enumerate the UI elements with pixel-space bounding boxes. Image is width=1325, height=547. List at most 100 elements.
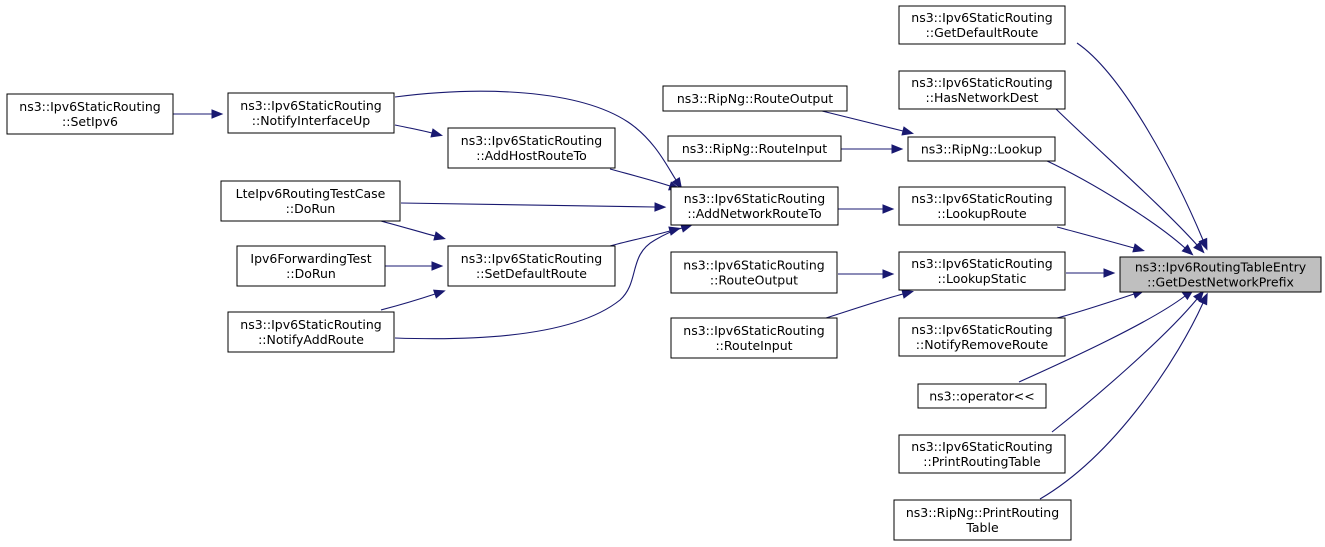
edge-notifyAddRoute-to-setDefaultRoute: [380, 289, 446, 311]
node-box: [907, 136, 1056, 162]
arrow-head-icon: [1198, 237, 1208, 251]
edge-ripRouteOutput-to-ripLookup: [821, 110, 915, 136]
node-label: ns3::Ipv6StaticRouting: [240, 317, 381, 332]
node-label: ns3::Ipv6StaticRouting: [911, 75, 1052, 90]
node-box: [898, 70, 1066, 110]
node-target: ns3::Ipv6RoutingTableEntry::GetDestNetwo…: [1119, 256, 1322, 293]
edge-notifyInterfaceUp-to-addNetworkRouteTo: [394, 90, 683, 190]
edge-line: [609, 230, 671, 247]
node-label: ::AddHostRouteTo: [476, 148, 587, 163]
node-ripRouteInput[interactable]: ns3::RipNg::RouteInput: [667, 135, 842, 162]
arrow-head-icon: [431, 261, 444, 271]
node-hasNetworkDest[interactable]: ns3::Ipv6StaticRouting::HasNetworkDest: [898, 70, 1066, 110]
edge-line: [825, 293, 904, 319]
node-ripRouteOutput[interactable]: ns3::RipNg::RouteOutput: [662, 85, 848, 112]
node-label: ns3::Ipv6StaticRouting: [911, 439, 1052, 454]
node-label: ::HasNetworkDest: [926, 90, 1039, 105]
node-label: ns3::Ipv6StaticRouting: [911, 10, 1052, 25]
arrow-head-icon: [882, 204, 895, 214]
arrow-head-icon: [1198, 292, 1208, 306]
arrow-head-icon: [891, 144, 904, 154]
node-staticRouteInput[interactable]: ns3::Ipv6StaticRouting::RouteInput: [670, 317, 838, 359]
node-getDefaultRoute[interactable]: ns3::Ipv6StaticRouting::GetDefaultRoute: [898, 5, 1066, 45]
edge-line: [394, 90, 677, 181]
edge-setDefaultRoute-to-addNetworkRouteTo: [609, 226, 681, 247]
node-box: [917, 383, 1047, 409]
node-box: [227, 92, 395, 134]
node-notifyAddRoute[interactable]: ns3::Ipv6StaticRouting::NotifyAddRoute: [227, 311, 395, 353]
arrow-head-icon: [1193, 290, 1205, 303]
node-label: Table: [965, 520, 999, 535]
node-label: ::DoRun: [286, 266, 336, 281]
arrow-head-icon: [654, 202, 667, 212]
node-setDefaultRoute[interactable]: ns3::Ipv6StaticRouting::SetDefaultRoute: [447, 245, 616, 287]
edge-line: [1056, 293, 1135, 319]
node-label: ns3::Ipv6StaticRouting: [240, 98, 381, 113]
node-notifyInterfaceUp[interactable]: ns3::Ipv6StaticRouting::NotifyInterfaceU…: [227, 92, 395, 134]
arrow-head-icon: [1132, 243, 1145, 253]
edge-staticRouteInput-to-lookupStatic: [825, 289, 914, 319]
edge-line: [394, 227, 683, 340]
node-box: [898, 317, 1066, 357]
arrow-head-icon: [430, 128, 444, 138]
node-box: [447, 127, 616, 169]
node-box: [670, 317, 838, 359]
node-label: ::SetIpv6: [62, 114, 118, 129]
edge-setIpv6-to-notifyInterfaceUp: [173, 109, 224, 119]
node-printRoutingTable[interactable]: ns3::Ipv6StaticRouting::PrintRoutingTabl…: [898, 434, 1066, 474]
node-addHostRouteTo[interactable]: ns3::Ipv6StaticRouting::AddHostRouteTo: [447, 127, 616, 169]
edge-ripRouteInput-to-ripLookup: [841, 144, 904, 154]
edge-notifyInterfaceUp-to-addHostRouteTo: [394, 124, 444, 138]
node-label: Ipv6ForwardingTest: [250, 251, 371, 266]
node-label: ns3::Ipv6StaticRouting: [911, 322, 1052, 337]
node-fwdDoRun[interactable]: Ipv6ForwardingTest::DoRun: [236, 245, 386, 287]
edge-line: [1056, 226, 1135, 249]
node-label: ::NotifyInterfaceUp: [252, 113, 370, 128]
node-box: [898, 186, 1066, 226]
node-notifyRemoveRoute[interactable]: ns3::Ipv6StaticRouting::NotifyRemoveRout…: [898, 317, 1066, 357]
node-lteDoRun[interactable]: LteIpv6RoutingTestCase::DoRun: [220, 180, 401, 222]
edge-line: [400, 202, 656, 208]
edge-staticRouteOutput-to-lookupStatic: [838, 269, 895, 279]
node-addNetworkRouteTo[interactable]: ns3::Ipv6StaticRouting::AddNetworkRouteT…: [670, 186, 839, 226]
node-staticRouteOutput[interactable]: ns3::Ipv6StaticRouting::RouteOutput: [670, 251, 838, 294]
node-setIpv6[interactable]: ns3::Ipv6StaticRouting::SetIpv6: [6, 93, 174, 135]
node-ripPrintRoutingTable[interactable]: ns3::RipNg::PrintRoutingTable: [893, 499, 1072, 541]
node-lookupRoute[interactable]: ns3::Ipv6StaticRouting::LookupRoute: [898, 186, 1066, 226]
node-label: ::AddNetworkRouteTo: [687, 206, 821, 221]
arrow-head-icon: [1103, 268, 1116, 278]
node-ripLookup[interactable]: ns3::RipNg::Lookup: [907, 136, 1056, 162]
node-box: [1119, 256, 1322, 293]
call-edges: [173, 42, 1208, 500]
node-label: ns3::Ipv6StaticRouting: [461, 251, 602, 266]
node-label: ::SetDefaultRoute: [476, 266, 587, 281]
edge-lteDoRun-to-setDefaultRoute: [380, 220, 446, 241]
arrow-head-icon: [211, 109, 224, 119]
node-label: ::NotifyRemoveRoute: [916, 337, 1049, 352]
arrow-head-icon: [901, 289, 914, 299]
node-label: LteIpv6RoutingTestCase: [236, 186, 386, 201]
node-label: ::DoRun: [286, 201, 336, 216]
node-box: [220, 180, 401, 222]
node-operatorOut[interactable]: ns3::operator<<: [917, 383, 1047, 409]
arrow-head-icon: [433, 231, 446, 241]
edge-lookupRoute-to-target: [1056, 226, 1145, 253]
node-box: [6, 93, 174, 135]
edge-notifyRemoveRoute-to-target: [1056, 289, 1145, 319]
node-label: ::NotifyAddRoute: [258, 332, 364, 347]
node-label: ns3::Ipv6StaticRouting: [19, 99, 160, 114]
arrow-head-icon: [901, 126, 915, 136]
node-label: ::RouteInput: [715, 338, 792, 353]
edge-getDefaultRoute-to-target: [1076, 42, 1208, 251]
edge-lteDoRun-to-addNetworkRouteTo: [400, 202, 667, 212]
node-label: ns3::Ipv6StaticRouting: [683, 258, 824, 273]
node-label: ::PrintRoutingTable: [923, 454, 1041, 469]
node-label: ::RouteOutput: [710, 273, 798, 288]
edge-fwdDoRun-to-setDefaultRoute: [385, 261, 444, 271]
node-label: ns3::Ipv6RoutingTableEntry: [1135, 260, 1307, 275]
node-box: [670, 251, 838, 294]
node-lookupStatic[interactable]: ns3::Ipv6StaticRouting::LookupStatic: [898, 251, 1066, 291]
node-box: [898, 251, 1066, 291]
edge-ripPrintRoutingTable-to-target: [1039, 292, 1208, 500]
